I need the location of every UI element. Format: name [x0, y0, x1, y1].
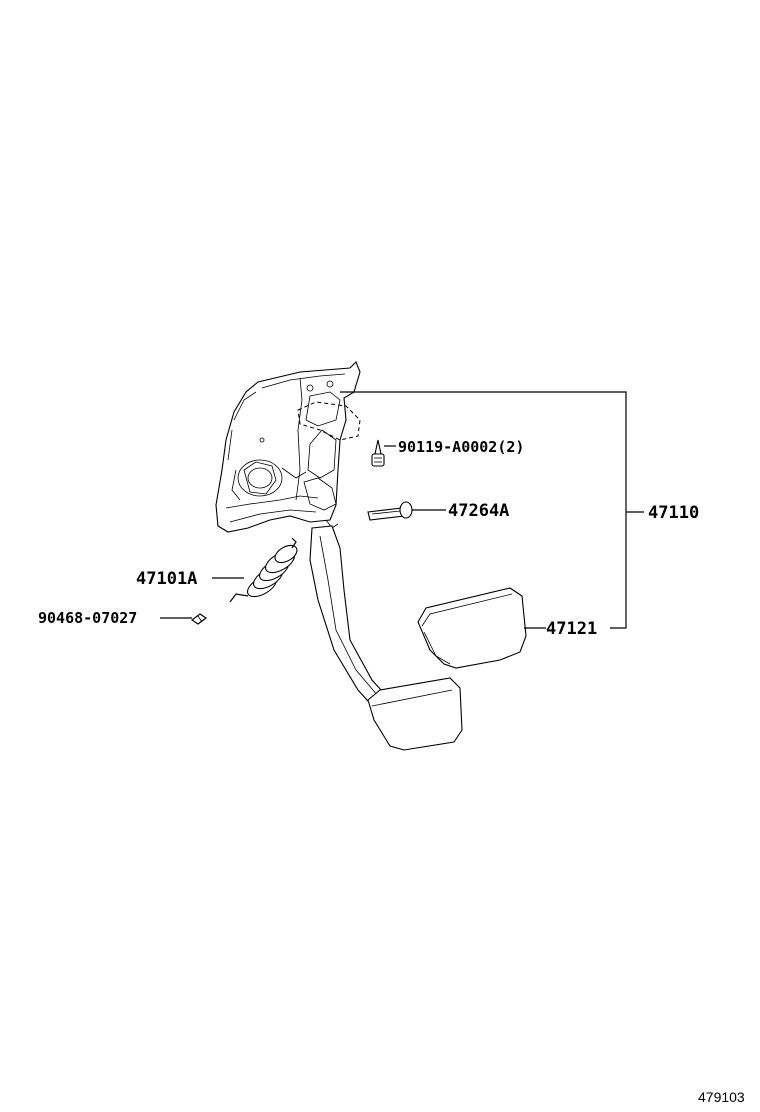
leader-lines: [160, 391, 644, 629]
pedal-bracket: [215, 361, 361, 533]
clip-part: [190, 613, 208, 625]
bolt-location-outline: [297, 401, 361, 441]
bolt-part: [371, 439, 385, 467]
pedal-pad-part: [417, 587, 527, 669]
label-pin: 47264A: [448, 501, 509, 521]
figure-number: 479103: [698, 1089, 745, 1105]
label-pad: 47121: [546, 619, 597, 639]
return-spring: [229, 537, 298, 603]
label-clip: 90468-07027: [38, 609, 137, 627]
pedal-pad-installed: [367, 677, 463, 751]
pin-part: [367, 501, 413, 521]
label-spring: 47101A: [136, 569, 197, 589]
label-assembly: 47110: [648, 503, 699, 523]
label-bolt: 90119-A0002(2): [398, 438, 524, 456]
pedal-lever: [309, 525, 391, 711]
